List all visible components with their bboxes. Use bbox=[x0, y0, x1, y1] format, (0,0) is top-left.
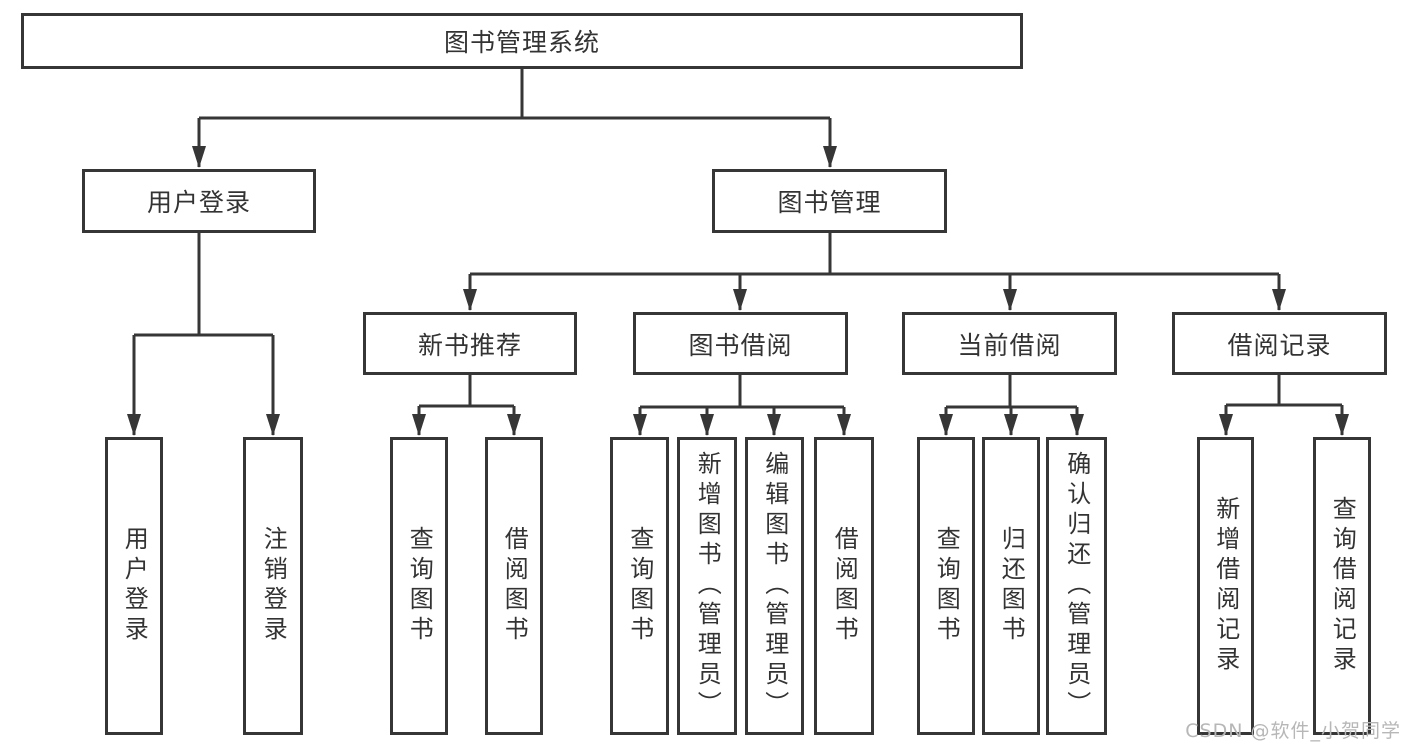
node-label: 图书管理系统 bbox=[443, 28, 600, 57]
leaf-query-books: 查询图书 bbox=[917, 437, 975, 735]
leaf-label: 查询图书 bbox=[625, 526, 654, 646]
node-label: 图书借阅 bbox=[688, 330, 793, 360]
node-user-login: 用户登录 bbox=[82, 169, 316, 233]
leaf-add-borrow-record: 新增借阅记录 bbox=[1197, 437, 1254, 735]
leaf-edit-book-admin: 编辑图书（管理员） bbox=[745, 437, 804, 735]
leaf-query-borrow-record: 查询借阅记录 bbox=[1313, 437, 1371, 735]
leaf-label: 借阅图书 bbox=[500, 526, 529, 646]
leaf-return-book: 归还图书 bbox=[982, 437, 1040, 735]
leaf-user-login: 用户登录 bbox=[105, 437, 163, 735]
leaf-label: 新增借阅记录 bbox=[1211, 496, 1240, 676]
leaf-label: 用户登录 bbox=[120, 526, 149, 646]
leaf-label: 查询图书 bbox=[932, 526, 961, 646]
leaf-label: 查询借阅记录 bbox=[1328, 496, 1357, 676]
leaf-label: 编辑图书（管理员） bbox=[760, 451, 789, 721]
node-label: 图书管理 bbox=[777, 188, 882, 217]
node-label: 当前借阅 bbox=[957, 330, 1062, 360]
leaf-label: 借阅图书 bbox=[830, 526, 859, 646]
node-label: 借阅记录 bbox=[1227, 330, 1332, 360]
node-library-management-system: 图书管理系统 bbox=[21, 13, 1023, 69]
node-label: 用户登录 bbox=[146, 188, 251, 217]
leaf-add-book-admin: 新增图书（管理员） bbox=[677, 437, 737, 735]
node-book-management: 图书管理 bbox=[712, 169, 947, 233]
node-book-borrow: 图书借阅 bbox=[633, 312, 848, 375]
leaf-borrow-books: 借阅图书 bbox=[485, 437, 543, 735]
leaf-query-books: 查询图书 bbox=[390, 437, 448, 735]
leaf-borrow-books: 借阅图书 bbox=[814, 437, 874, 735]
node-new-book-recommend: 新书推荐 bbox=[363, 312, 577, 375]
leaf-label: 注销登录 bbox=[259, 526, 288, 646]
leaf-confirm-return-admin: 确认归还（管理员） bbox=[1046, 437, 1107, 735]
leaf-label: 归还图书 bbox=[997, 526, 1026, 646]
leaf-query-books: 查询图书 bbox=[610, 437, 669, 735]
leaf-label: 新增图书（管理员） bbox=[693, 451, 722, 721]
leaf-logout: 注销登录 bbox=[243, 437, 303, 735]
node-label: 新书推荐 bbox=[417, 330, 522, 360]
node-current-borrow: 当前借阅 bbox=[902, 312, 1117, 375]
node-borrow-records: 借阅记录 bbox=[1172, 312, 1387, 375]
watermark-text: CSDN @软件_小贺同学 bbox=[1185, 720, 1401, 742]
leaf-label: 确认归还（管理员） bbox=[1062, 451, 1091, 721]
leaf-label: 查询图书 bbox=[405, 526, 434, 646]
